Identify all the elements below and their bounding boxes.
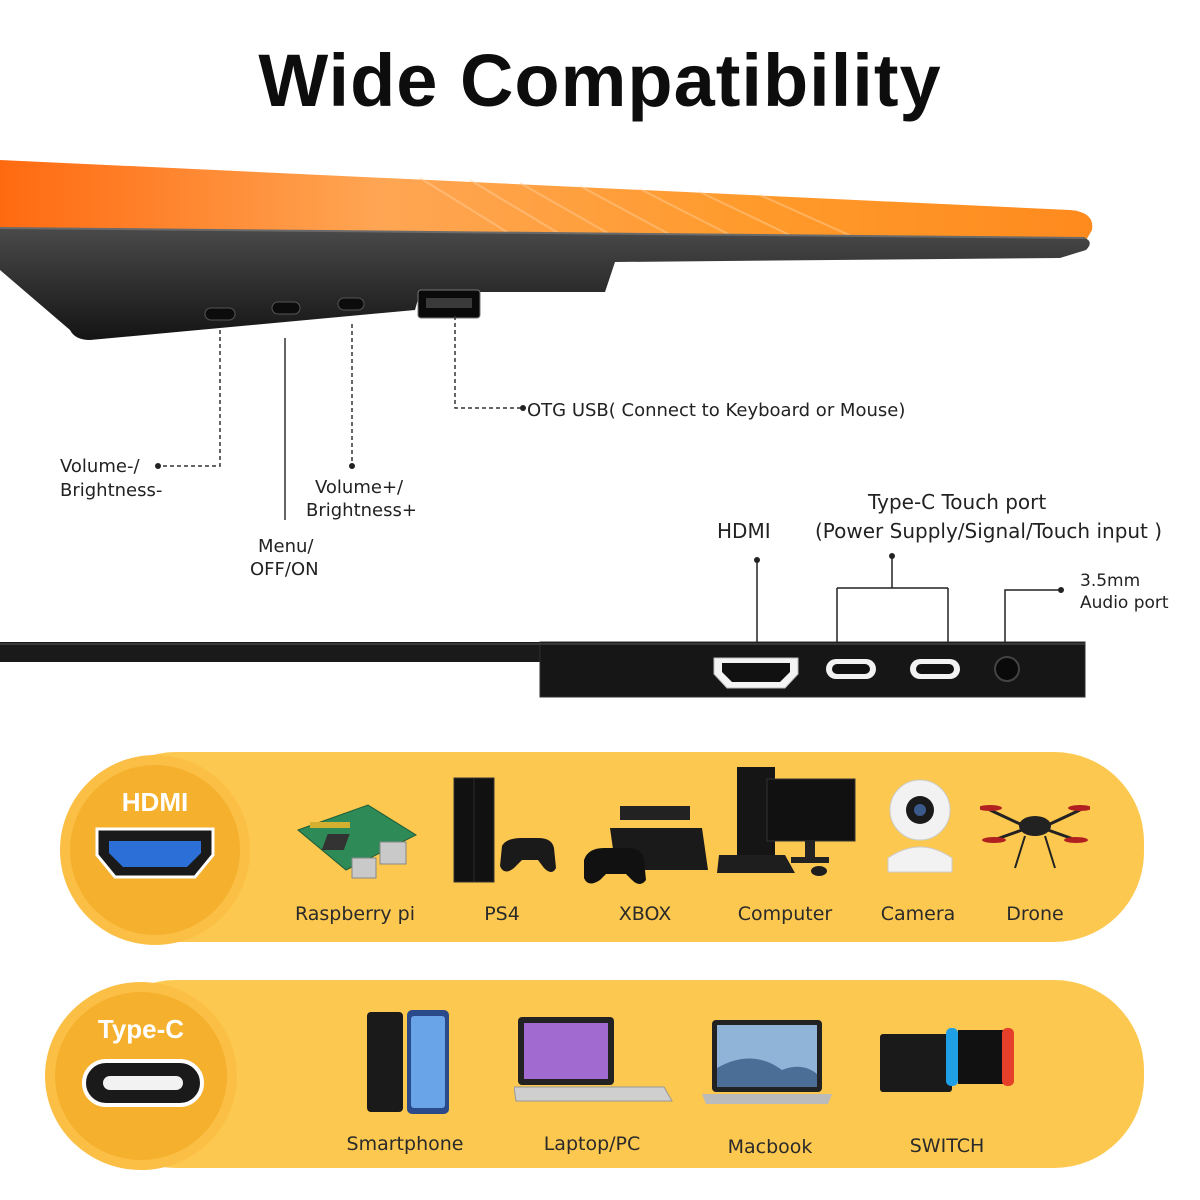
ps4-icon xyxy=(453,777,556,883)
menu-label-1: Menu/ xyxy=(258,536,314,557)
volume-plus-label-1: Volume+/ xyxy=(315,477,404,498)
hdmi-connector-icon xyxy=(95,827,215,879)
typec-port-label-2: (Power Supply/Signal/Touch input ) xyxy=(815,519,1163,543)
typec-badge: Type-C xyxy=(55,992,227,1160)
monitor-ports-view xyxy=(0,553,1086,698)
callout-lines-top xyxy=(155,316,526,520)
monitor-side-view xyxy=(0,160,1093,340)
device-label-computer: Computer xyxy=(737,903,833,925)
audio-port-label-2: Audio port xyxy=(1080,593,1169,613)
device-label-xbox: XBOX xyxy=(618,903,672,925)
device-label-camera: Camera xyxy=(880,903,956,925)
device-label-drone: Drone xyxy=(1006,903,1064,925)
otg-usb-label: OTG USB( Connect to Keyboard or Mouse) xyxy=(527,400,906,421)
device-label-laptop: Laptop/PC xyxy=(543,1133,641,1155)
macbook-icon xyxy=(702,1020,832,1104)
xbox-icon xyxy=(584,806,708,884)
raspberry-pi-icon xyxy=(297,804,418,879)
device-label-smartphone: Smartphone xyxy=(346,1133,464,1155)
typec-connector-icon xyxy=(82,1059,204,1107)
hdmi-badge-title: HDMI xyxy=(121,787,189,817)
volume-minus-label-1: Volume-/ xyxy=(60,456,140,477)
device-label-ps4: PS4 xyxy=(484,903,520,925)
hdmi-port-label: HDMI xyxy=(717,519,771,543)
drone-icon xyxy=(980,805,1090,869)
typec-port-label-1: Type-C Touch port xyxy=(868,490,1047,514)
page-title: Wide Compatibility xyxy=(258,39,942,122)
hdmi-badge: HDMI xyxy=(70,765,240,935)
volume-minus-label-2: Brightness- xyxy=(60,480,163,501)
device-label-switch: SWITCH xyxy=(909,1135,985,1157)
typec-badge-title: Type-C xyxy=(97,1014,185,1044)
computer-icon xyxy=(717,767,856,876)
smartphone-icon xyxy=(367,1010,449,1114)
switch-icon xyxy=(880,1028,1014,1092)
laptop-icon xyxy=(514,1017,673,1102)
device-label-macbook: Macbook xyxy=(727,1136,813,1158)
menu-label-2: OFF/ON xyxy=(250,559,319,580)
volume-plus-label-2: Brightness+ xyxy=(306,500,417,521)
camera-icon xyxy=(887,779,953,873)
device-label-raspberry-pi: Raspberry pi xyxy=(294,903,416,925)
audio-port-label-1: 3.5mm xyxy=(1080,571,1141,591)
